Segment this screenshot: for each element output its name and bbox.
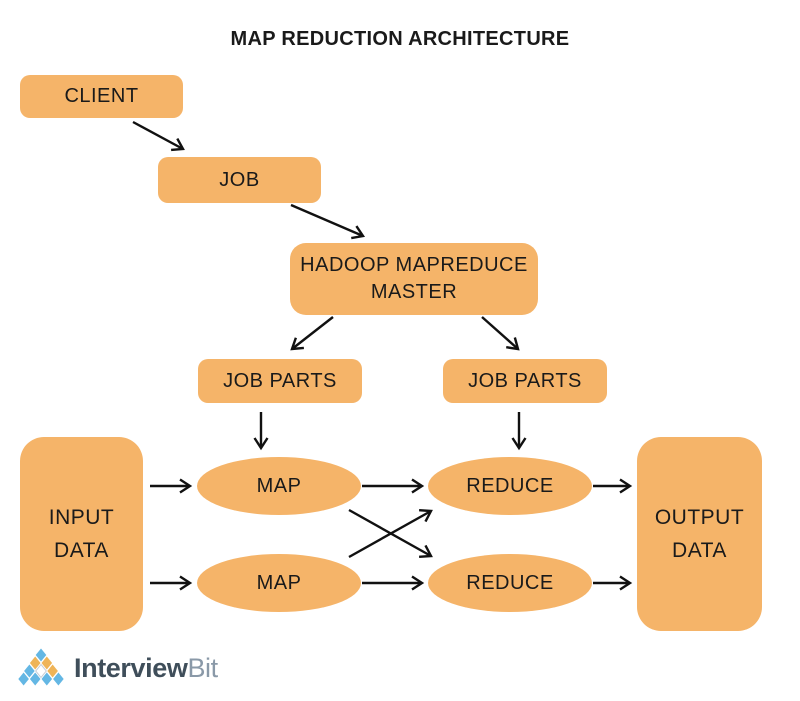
node-job-parts-right: JOB PARTS	[443, 359, 607, 403]
logo-text-interview: Interview	[74, 652, 188, 683]
input-label-line1: INPUT	[48, 506, 115, 529]
interviewbit-logo: InterviewBit	[17, 646, 218, 690]
arrow-client-to-job	[132, 120, 185, 152]
node-reduce-bottom: REDUCE	[428, 554, 592, 612]
output-label-line1: OUTPUT	[654, 506, 745, 529]
pyramid-diamonds-icon	[18, 648, 64, 686]
node-map-top: MAP	[197, 457, 361, 515]
logo-wordmark: InterviewBit	[74, 653, 218, 684]
node-reduce-top: REDUCE	[428, 457, 592, 515]
node-hadoop-mapreduce-master: HADOOP MAPREDUCE MASTER	[290, 243, 538, 315]
page-title: MAP REDUCTION ARCHITECTURE	[230, 28, 570, 50]
input-label-line2: DATA	[54, 539, 109, 562]
logo-text-bit: Bit	[187, 652, 218, 683]
node-map-bottom: MAP	[197, 554, 361, 612]
master-label-line2: MASTER	[370, 281, 458, 303]
node-output-data: OUTPUT DATA	[637, 437, 762, 631]
arrow-map-bottom-to-reduce-top	[348, 509, 433, 559]
node-job-parts-left: JOB PARTS	[198, 359, 362, 403]
output-label-line2: DATA	[672, 539, 727, 562]
arrow-master-to-job-parts-left	[290, 316, 334, 351]
arrow-master-to-job-parts-right	[481, 316, 520, 351]
master-label-line1: HADOOP MAPREDUCE	[300, 254, 528, 276]
arrow-map-top-to-reduce-bottom	[348, 508, 433, 558]
node-job: JOB	[158, 157, 321, 203]
node-client: CLIENT	[20, 75, 183, 118]
node-input-data: INPUT DATA	[20, 437, 143, 631]
arrow-job-to-master	[290, 203, 366, 240]
